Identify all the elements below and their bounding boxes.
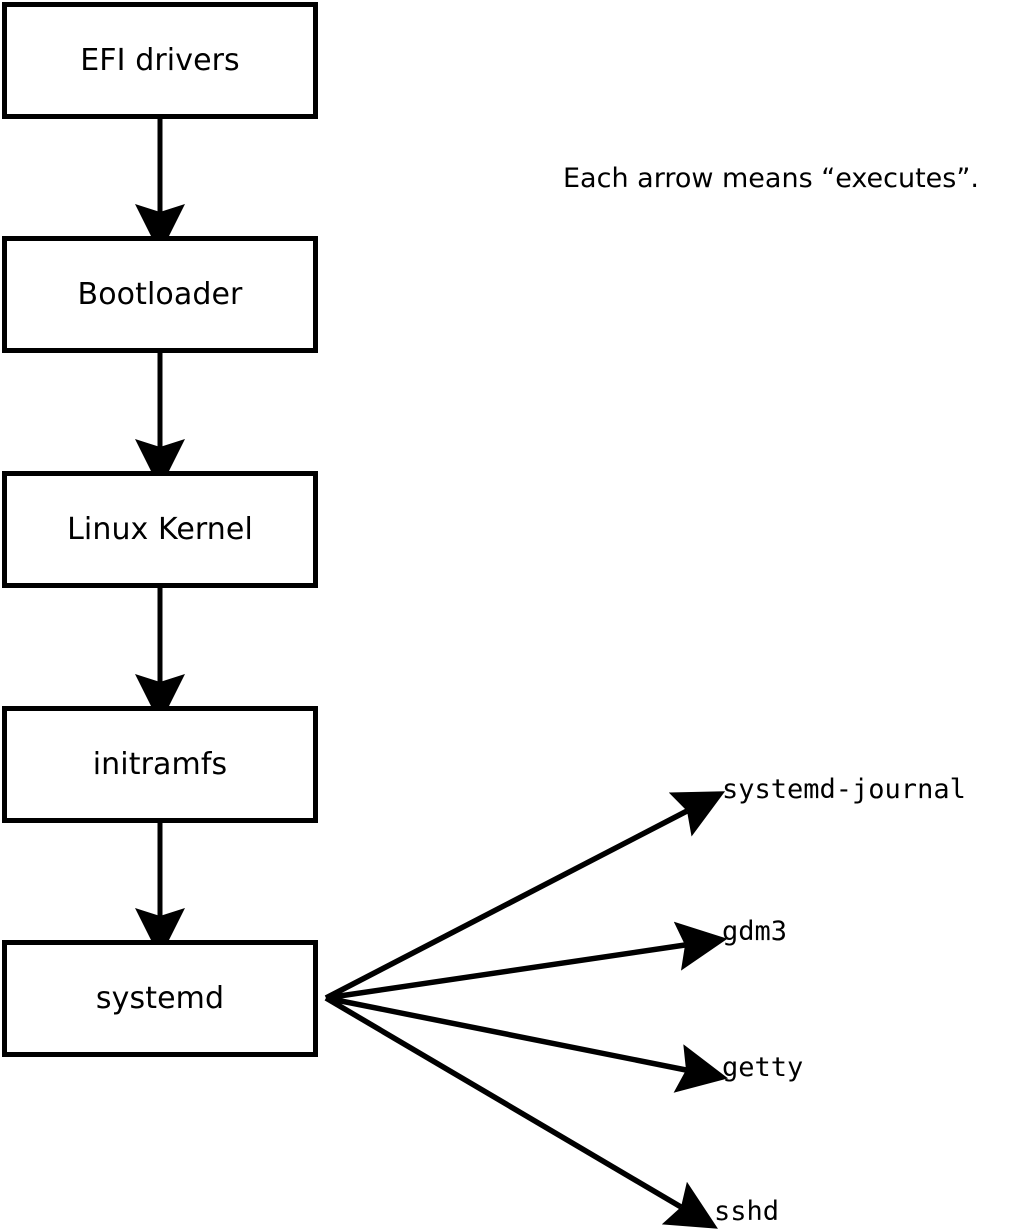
- arrow-systemd-to-getty: [325, 995, 729, 1093]
- node-bootloader[interactable]: Bootloader: [2, 236, 318, 353]
- node-initramfs[interactable]: initramfs: [2, 706, 318, 823]
- node-label-gdm3: gdm3: [722, 916, 788, 947]
- node-label-sshd: sshd: [714, 1196, 780, 1227]
- arrow-systemd-to-sshd: [324, 995, 718, 1229]
- node-label-efi-drivers: EFI drivers: [80, 42, 240, 78]
- node-label-bootloader: Bootloader: [77, 276, 243, 312]
- node-systemd-journal[interactable]: systemd-journal: [722, 776, 966, 803]
- arrow-systemd-to-systemd-journal: [324, 791, 726, 1001]
- node-label-systemd-journal: systemd-journal: [722, 774, 966, 805]
- node-linux-kernel[interactable]: Linux Kernel: [2, 471, 318, 588]
- node-label-getty: getty: [722, 1052, 804, 1083]
- legend-annotation: Each arrow means “executes”.: [563, 165, 979, 192]
- node-efi-drivers[interactable]: EFI drivers: [2, 2, 318, 119]
- arrow-systemd-to-gdm3: [325, 921, 728, 1001]
- fanout-arrows: [324, 791, 729, 1229]
- node-systemd[interactable]: systemd: [2, 940, 318, 1057]
- node-label-systemd: systemd: [95, 980, 225, 1016]
- node-getty[interactable]: getty: [722, 1054, 803, 1081]
- node-gdm3[interactable]: gdm3: [722, 918, 787, 945]
- node-sshd[interactable]: sshd: [714, 1198, 779, 1225]
- legend-annotation-text: Each arrow means “executes”.: [563, 163, 979, 194]
- node-label-initramfs: initramfs: [92, 746, 228, 782]
- node-label-linux-kernel: Linux Kernel: [67, 511, 253, 547]
